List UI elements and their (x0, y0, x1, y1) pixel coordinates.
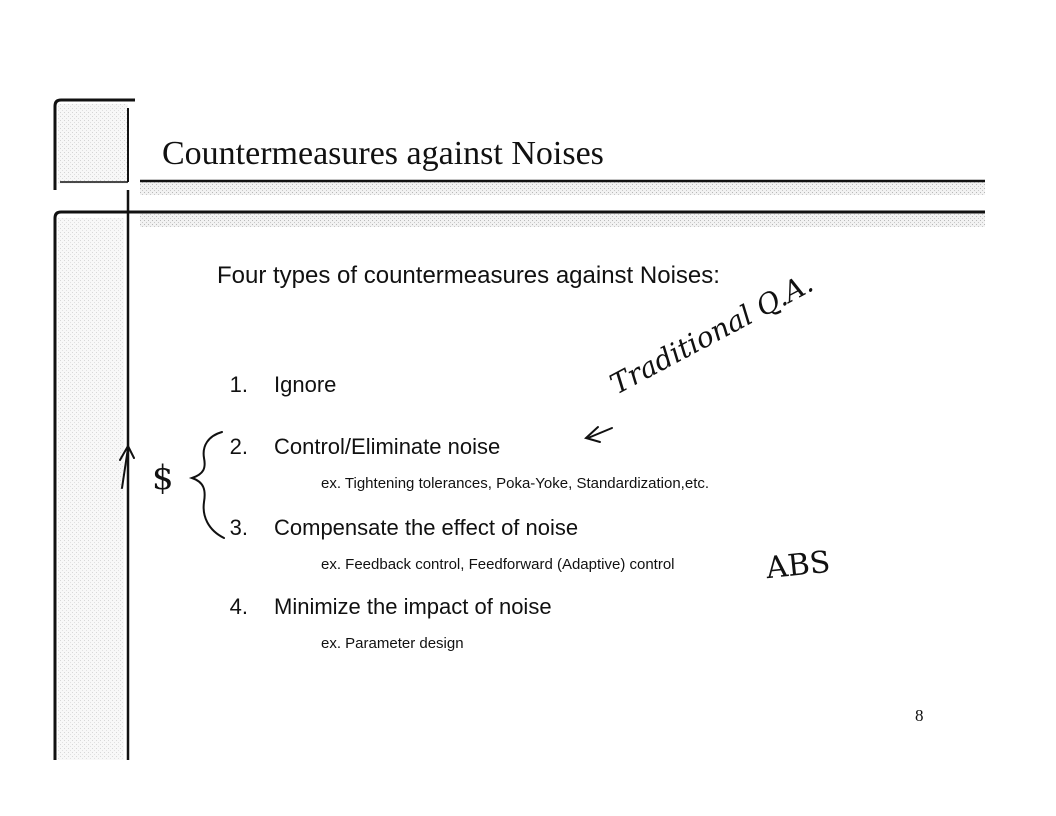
frame-corner-box (53, 98, 135, 190)
handwritten-up-arrow (119, 443, 135, 489)
item-number-3: 3. (229, 515, 248, 540)
item-number-4: 4. (229, 594, 248, 619)
item-example-4: ex. Parameter design (321, 635, 464, 652)
left-column-band (58, 218, 124, 760)
item-label-1: Ignore (274, 372, 337, 397)
slide-title: Countermeasures against Noises (162, 135, 604, 172)
body-band (140, 213, 985, 227)
item-label-3: Compensate the effect of noise (274, 515, 579, 540)
item-number-1: 1. (229, 372, 248, 397)
item-label-2: Control/Eliminate noise (274, 434, 501, 459)
handwritten-dollar-sign: $ (152, 458, 174, 498)
item-example-3: ex. Feedback control, Feedforward (Adapt… (321, 556, 675, 573)
handwritten-abs: ABS (764, 544, 832, 587)
handwritten-brace (188, 431, 225, 539)
slide-subtitle: Four types of countermeasures against No… (217, 262, 720, 289)
title-band (140, 181, 985, 195)
page-number: 8 (915, 706, 924, 725)
item-label-4: Minimize the impact of noise (274, 594, 552, 619)
item-example-2: ex. Tightening tolerances, Poka-Yoke, St… (321, 475, 710, 492)
handwritten-left-arrow (584, 426, 613, 443)
item-number-2: 2. (229, 434, 248, 459)
